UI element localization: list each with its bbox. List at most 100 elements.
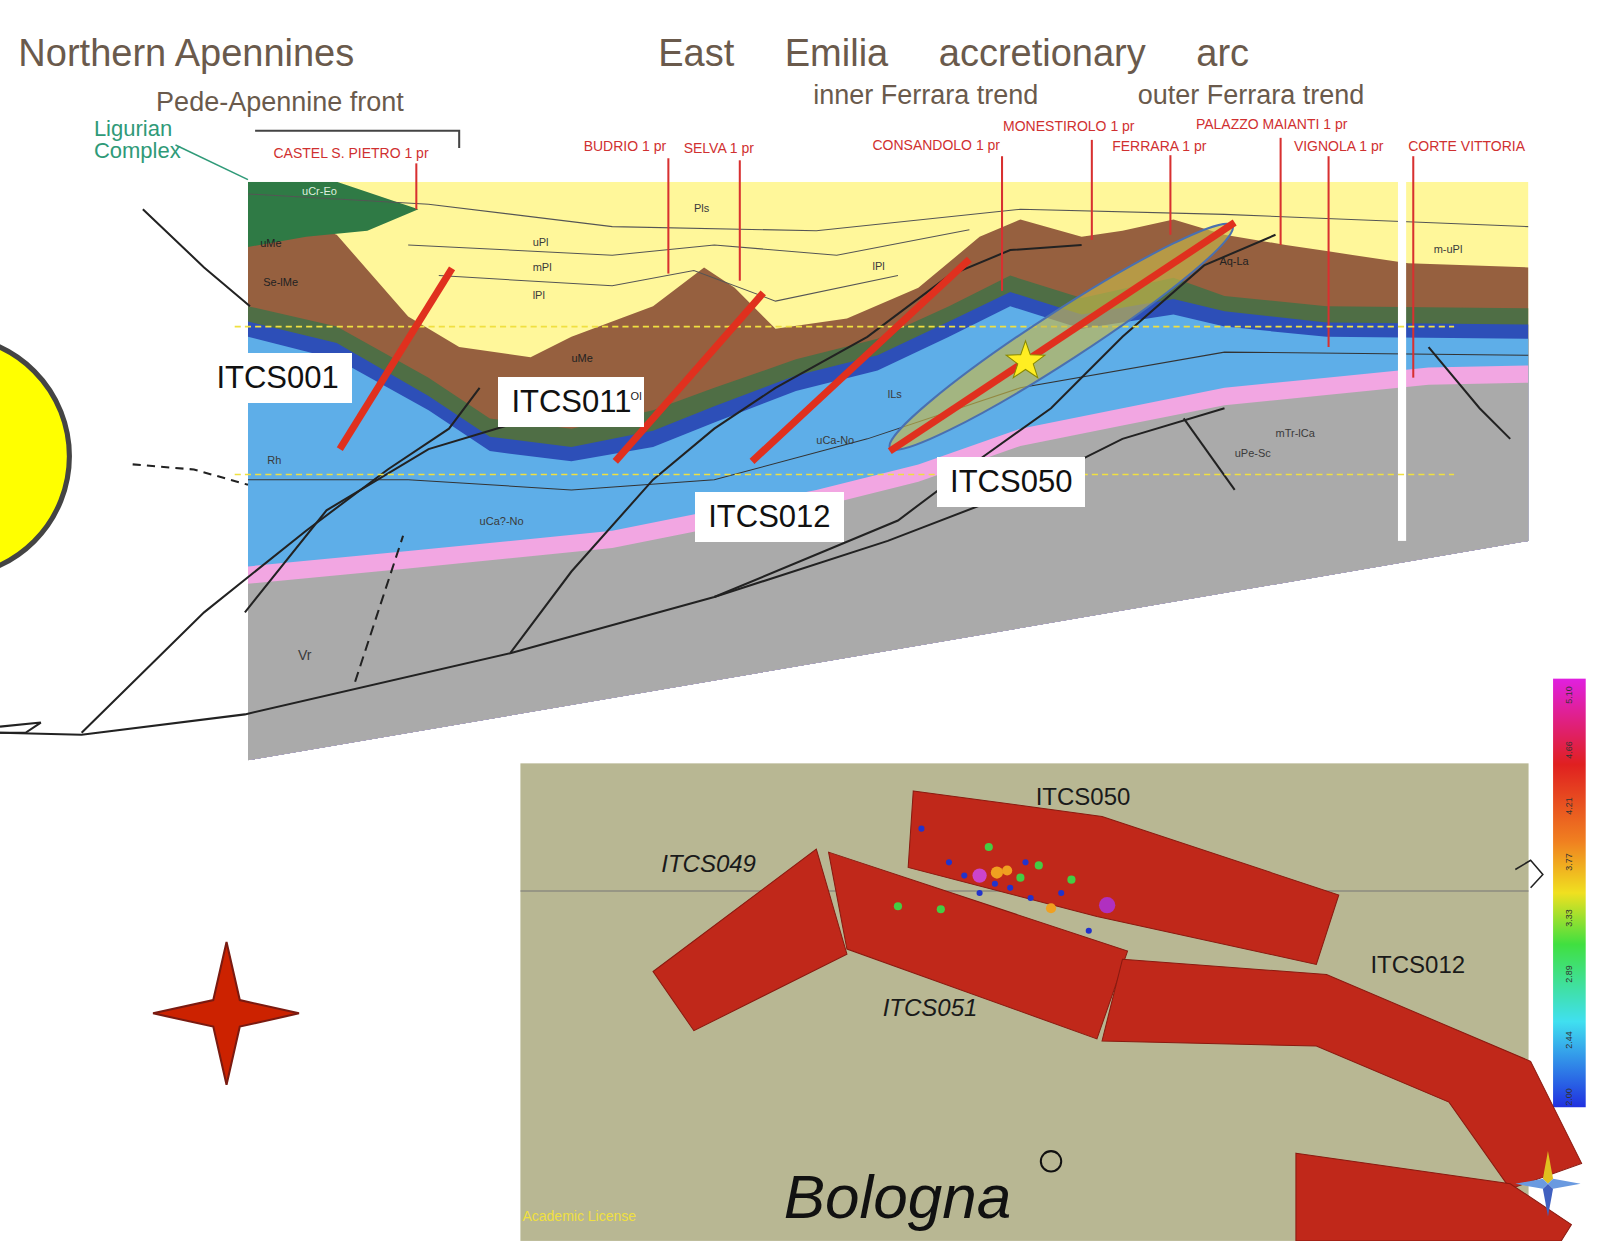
drawn-circle [894,902,902,910]
scale-value: 4.21 [1564,797,1574,815]
map-label: CORTE VITTORIA [1408,139,1525,154]
section-gap [1398,182,1406,541]
fault-label-box: ITCS050 [937,457,1085,507]
drawn-circle [1002,865,1012,875]
map-label: Aq-La [1219,255,1248,267]
map-label: lLs [888,388,902,400]
fault-traces [340,223,1235,462]
drawn-circle [1046,903,1056,913]
leader-line [176,145,248,180]
drawn-line [739,160,741,280]
map-label: Pede-Apennine front [156,88,404,118]
drawn-polygon [248,383,1529,776]
drawn-polygon [908,791,1339,964]
drawn-line [1328,156,1330,347]
map-label: Ol [631,390,642,402]
drawn-circle [972,868,986,882]
drawn-polyline [0,408,1224,735]
well-lines [416,138,1413,378]
depth-guides [235,327,1454,475]
map-label: inner Ferrara trend [813,81,1038,111]
drawn-circle [1028,895,1034,901]
drawn-line [415,163,417,209]
fault-label-box: ITCS011 [498,377,644,427]
drawn-polygon [248,292,1529,776]
scale-value: 4.66 [1564,741,1574,759]
map-label: lPl [533,289,545,301]
map-label: MONESTIROLO 1 pr [1003,119,1134,134]
map-label: SELVA 1 pr [684,141,754,156]
map-label: VIGNOLA 1 pr [1294,139,1383,154]
map-label: East Emilia accretionary arc [658,33,1249,75]
drawn-line [667,158,669,273]
drawn-line [340,268,452,449]
drawn-polyline [82,388,480,733]
map-label: mTr-lCa [1276,427,1315,439]
rupture-area [877,205,1246,468]
drawn-polyline [355,536,403,682]
fault-id: ITCS050 [950,465,1072,499]
drawn-line [235,474,1454,476]
drawn-polygon [1296,1153,1572,1241]
drawn-polygon [1515,1179,1548,1189]
drawn-circle [1067,876,1075,884]
map-label: m-uPl [1434,243,1463,255]
drawn-circle [1058,890,1064,896]
drawn-polygon [248,204,1529,775]
map-label: mPl [533,261,552,273]
drawn-polygon [653,849,847,1031]
drawn-circle [1035,861,1043,869]
fault-id: ITCS012 [708,500,830,534]
compass [1515,1151,1580,1216]
fault-id: ITCS001 [216,361,338,395]
drawn-line [752,259,969,461]
map-label: uCr-Eo [302,185,337,197]
map-label: uPl [533,236,549,248]
drawn-polyline [248,352,1529,490]
scale-value: 3.33 [1564,909,1574,927]
map-label: uMe [260,237,281,249]
drawn-line [890,223,1235,452]
drawn-line [1169,155,1171,235]
drawn-circle [977,890,983,896]
drawn-polyline [0,723,41,733]
drawn-polyline [510,245,1081,653]
drawn-circle [985,843,993,851]
drawn-circle [1099,897,1115,913]
map-label: ITCS012 [1370,952,1465,978]
map-label: Academic License [522,1209,636,1224]
red-star [153,942,299,1085]
map-label: lPl [872,260,884,272]
yellow-circle [0,336,69,577]
scale-value: 3.77 [1564,853,1574,871]
drawn-circle [1086,928,1092,934]
drawn-polygon [248,365,1529,775]
drawn-polygon [1548,1179,1581,1189]
drawn-line [1001,156,1003,291]
drawn-circle [1016,874,1024,882]
map-label: uCa?-No [480,515,524,527]
fault-id: ITCS011 [511,385,631,419]
drawn-circle [1007,885,1013,891]
drawn-polyline [714,235,1275,597]
fault-patches [653,791,1582,1241]
map-label: outer Ferrara trend [1138,81,1365,111]
map-label: uPe-Sc [1235,447,1271,459]
drawn-circle [992,881,998,887]
earthquake-dots [894,826,1115,934]
map-label: Rh [267,454,281,466]
fault-label-box: ITCS001 [203,353,351,403]
map-label: Vr [298,648,311,663]
drawn-line [1091,140,1093,240]
drawn-polyline [439,271,898,302]
map-label: uCa-No [816,434,854,446]
drawn-polygon [1543,1184,1553,1217]
drawn-line [1412,156,1414,377]
drawn-polyline [1429,347,1511,439]
drawn-circle [961,873,967,879]
drawn-circle [937,905,945,913]
map-label: PALAZZO MAIANTI 1 pr [1196,117,1347,132]
scale-value: 5.10 [1564,686,1574,704]
colorbar [1553,679,1586,1108]
